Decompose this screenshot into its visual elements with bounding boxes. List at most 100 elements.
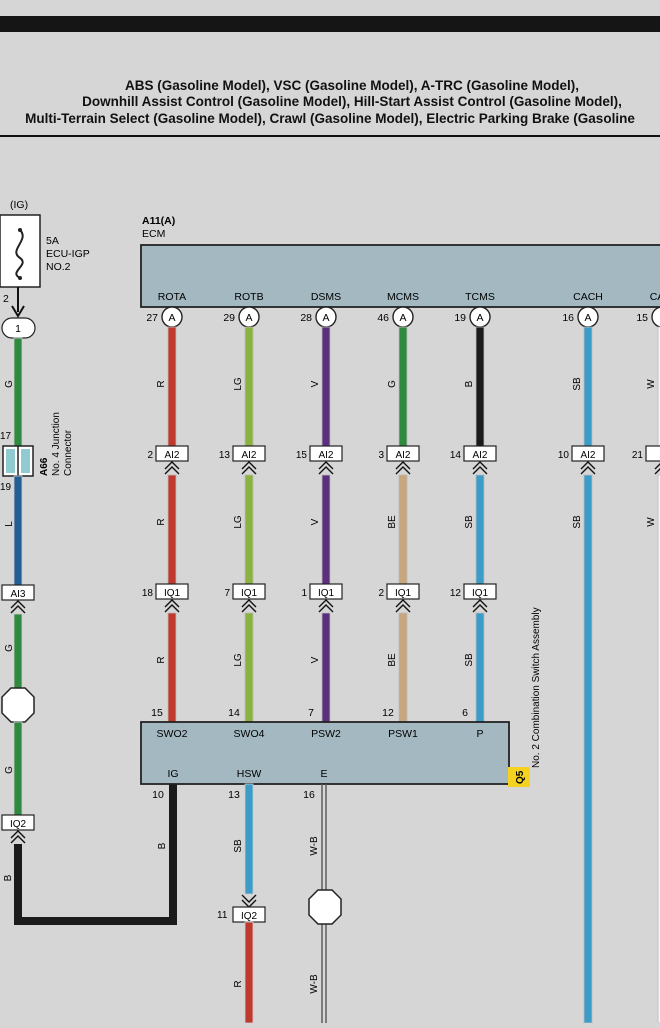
fuse-name: ECU-IGP [46, 248, 90, 260]
svg-text:A: A [322, 312, 329, 324]
ecm-pin-46: 46 A [377, 306, 414, 328]
switch-terminal-ig: IG [167, 768, 178, 780]
iq2-bottom-pin: 11 [217, 910, 228, 921]
wire-lower-2 [321, 612, 331, 723]
wire-middle-label-1: LG [233, 515, 244, 529]
svg-text:1: 1 [301, 588, 307, 599]
wire-lower-0 [167, 612, 177, 723]
svg-text:AI2: AI2 [580, 450, 595, 461]
switch-pin-15: 15 [151, 707, 163, 719]
svg-text:7: 7 [224, 588, 230, 599]
ecm-pin-19: 19 A [454, 306, 491, 328]
svg-text:IQ1: IQ1 [318, 588, 335, 599]
wire-middle-5 [583, 474, 593, 1024]
left-wire-l-label: L [4, 521, 15, 527]
svg-text:10: 10 [558, 450, 570, 461]
switch-terminal-swo2: SWO2 [157, 728, 188, 740]
svg-text:IQ1: IQ1 [241, 588, 258, 599]
junction-code: A66 [39, 457, 50, 476]
wire-middle-label-3: BE [387, 515, 398, 529]
svg-text:19: 19 [454, 312, 466, 324]
junction-connector [2, 445, 34, 477]
fuse-box [0, 214, 41, 288]
ecm-terminals: ROTAROTBDSMSMCMSTCMSCACHCA [158, 291, 660, 303]
ecm-terminal-rota: ROTA [158, 291, 186, 303]
wire-upper-0 [167, 326, 177, 447]
wire-lower-label-0: R [156, 656, 167, 663]
svg-text:46: 46 [377, 312, 389, 324]
svg-text:27: 27 [146, 312, 158, 324]
wire-middle-1 [244, 474, 254, 585]
svg-text:AI2: AI2 [164, 450, 179, 461]
ecm-pin-15: 15 [636, 306, 660, 328]
iq1-connector-1: IQ1 1 [301, 583, 343, 613]
svg-text:AI2: AI2 [472, 450, 487, 461]
column-wires [167, 326, 660, 1024]
switch-code: Q5 [515, 770, 526, 784]
iq1-connector-7: IQ1 7 [224, 583, 266, 613]
svg-text:A: A [245, 312, 252, 324]
wire-middle-2 [321, 474, 331, 585]
wire-middle-label-0: R [156, 518, 167, 525]
wire-lower-4 [475, 612, 485, 723]
ig-wire-b-label: B [157, 842, 168, 849]
svg-text:A: A [476, 312, 483, 324]
e-wire-label-2: W-B [309, 974, 320, 994]
svg-text:2: 2 [147, 450, 153, 461]
junction-pin-top: 17 [0, 431, 12, 442]
wire-middle-4 [475, 474, 485, 585]
junction-name-1: No. 4 Junction [51, 412, 62, 476]
left-wire-g3-label: G [4, 766, 15, 774]
fuse-pin: 2 [3, 293, 9, 305]
ecm-pin-29: 29 A [223, 306, 260, 328]
iq2-bottom-label: IQ2 [241, 911, 258, 922]
wire-middle-label-4: SB [464, 515, 475, 529]
wire-middle-label-5: SB [572, 515, 583, 529]
ai3-label: AI3 [10, 589, 25, 600]
wire-upper-5 [583, 326, 593, 447]
ig-return-wire [14, 784, 177, 925]
wire-upper-label-6: W [646, 379, 657, 389]
svg-text:A: A [584, 312, 591, 324]
wire-middle-label-2: V [310, 518, 321, 525]
ecm-terminal-cach: CACH [573, 291, 603, 303]
switch-name: No. 2 Combination Switch Assembly [531, 607, 542, 768]
left-wire-b-label: B [3, 874, 14, 881]
switch-box [140, 721, 510, 785]
svg-text:AI2: AI2 [241, 450, 256, 461]
switch-terminal-psw1: PSW1 [388, 728, 418, 740]
ai2-connector-13: AI2 13 [219, 445, 266, 475]
switch-pin-13: 13 [228, 789, 240, 801]
svg-text:A: A [399, 312, 406, 324]
ai2-connector-10: AI2 10 [558, 445, 605, 475]
fuse-no: NO.2 [46, 261, 71, 273]
svg-text:29: 29 [223, 312, 235, 324]
svg-text:13: 13 [219, 450, 231, 461]
iq2-left-label: IQ2 [10, 819, 27, 830]
left-splice [1, 687, 35, 723]
switch-pin-10: 10 [152, 789, 164, 801]
switch-terminal-psw2: PSW2 [311, 728, 341, 740]
wire-upper-6 [657, 326, 660, 447]
svg-text:IQ1: IQ1 [164, 588, 181, 599]
switch-pin-6: 6 [462, 707, 468, 719]
ig-label: (IG) [10, 199, 28, 211]
left-wire-g1-label: G [4, 380, 15, 388]
wire-upper-1 [244, 326, 254, 447]
ai2-connector-2: AI2 2 [147, 445, 189, 475]
left-wire-g3 [13, 721, 23, 816]
ecm-terminal-tcms: TCMS [465, 291, 495, 303]
hsw-wire-r [244, 921, 254, 1024]
hsw-wire-sb [244, 783, 254, 895]
svg-text:IQ1: IQ1 [395, 588, 412, 599]
iq2-bottom-connector: IQ2 [232, 906, 266, 923]
switch-pin-14: 14 [228, 707, 240, 719]
